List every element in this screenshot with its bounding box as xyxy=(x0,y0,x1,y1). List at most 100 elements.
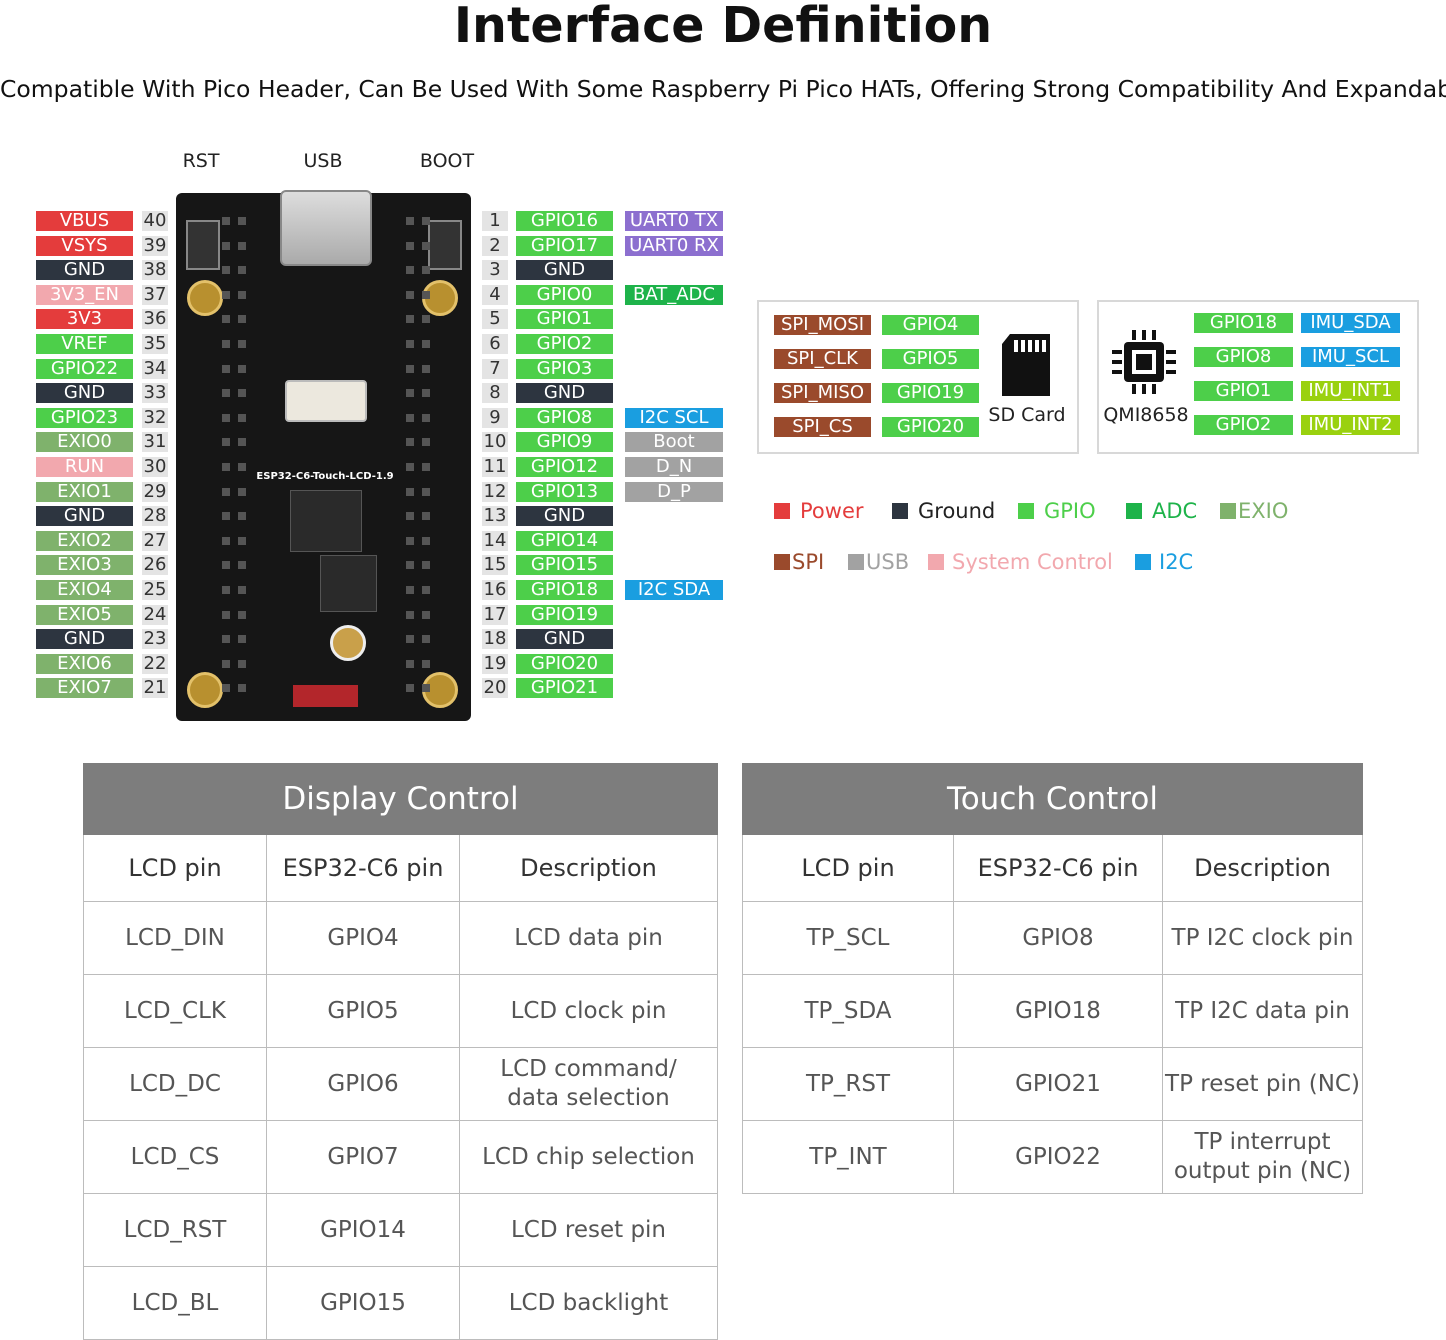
pin-hole-icon xyxy=(406,290,414,299)
imu-gpio-label: GPIO1 xyxy=(1194,381,1293,401)
imu-gpio-label: GPIO18 xyxy=(1194,313,1293,333)
pin-hole-icon xyxy=(238,290,246,299)
display-control-table: Display Control LCD pin ESP32-C6 pin Des… xyxy=(83,763,718,1340)
pin-hole-icon xyxy=(406,315,414,324)
display-header-esp-pin: ESP32-C6 pin xyxy=(266,834,460,902)
lcd-pin-cell: LCD_RST xyxy=(83,1193,267,1267)
right-pin-number: 4 xyxy=(482,284,508,305)
pin-hole-icon xyxy=(422,413,430,422)
legend-swatch xyxy=(892,503,908,519)
pin-hole-icon xyxy=(406,340,414,348)
description-cell: LCD command/ data selection xyxy=(459,1047,718,1121)
description-cell: LCD chip selection xyxy=(459,1120,718,1194)
left-pin-number: 34 xyxy=(142,357,168,379)
pin-hole-icon xyxy=(222,659,230,668)
pin-hole-icon xyxy=(238,561,246,570)
display-header-description: Description xyxy=(459,834,718,902)
pin-hole-icon xyxy=(222,266,230,275)
lcd-pin-cell: TP_SCL xyxy=(742,901,954,975)
right-pin-number: 13 xyxy=(482,505,508,527)
boot-button-icon xyxy=(428,220,462,270)
legend-swatch xyxy=(1220,503,1236,519)
left-pin-number: 21 xyxy=(142,677,168,699)
right-pin-label: GPIO8 xyxy=(516,407,613,428)
right-pin-label: GPIO1 xyxy=(516,309,613,330)
left-pin-label: VSYS xyxy=(36,235,133,256)
pin-hole-icon xyxy=(422,561,430,570)
legend-label: Power xyxy=(800,499,864,523)
pin-hole-icon xyxy=(222,217,230,225)
right-pin-label: GPIO17 xyxy=(516,235,613,256)
board-silk-name: ESP32-C6-Touch-LCD-1.9 xyxy=(256,471,394,482)
legend-swatch xyxy=(1135,554,1151,570)
right-pin-number: 10 xyxy=(482,431,508,453)
page-title: Interface Definition xyxy=(453,0,993,54)
pin-hole-icon xyxy=(238,586,246,594)
pin-hole-icon xyxy=(238,684,246,693)
pin-hole-icon xyxy=(406,659,414,668)
pin-hole-icon xyxy=(422,684,430,693)
left-pin-label: EXIO1 xyxy=(36,481,133,502)
pin-hole-icon xyxy=(406,487,414,496)
left-pin-label: GND xyxy=(36,506,133,527)
legend-label: System Control xyxy=(952,550,1113,574)
sd-gpio-label: GPIO5 xyxy=(882,349,979,369)
touch-header-esp-pin: ESP32-C6 pin xyxy=(953,834,1163,902)
right-pin-function: UART0 RX xyxy=(625,235,723,256)
pin-hole-icon xyxy=(238,241,246,250)
touch-header-lcd-pin: LCD pin xyxy=(742,834,954,902)
left-pin-number: 26 xyxy=(142,554,168,576)
pin-hole-icon xyxy=(222,438,230,447)
left-pin-label: GND xyxy=(36,629,133,650)
esp32-c6-board-image xyxy=(176,193,471,721)
esp-pin-cell: GPIO7 xyxy=(266,1120,460,1194)
pin-hole-icon xyxy=(238,217,246,225)
pin-hole-icon xyxy=(222,635,230,644)
right-pin-number: 1 xyxy=(482,211,508,231)
right-pin-function: I2C SDA xyxy=(625,580,723,600)
legend-label: USB xyxy=(866,550,910,574)
right-pin-number: 2 xyxy=(482,235,508,256)
description-cell: TP I2C data pin xyxy=(1162,974,1363,1048)
right-pin-number: 17 xyxy=(482,603,508,625)
legend-swatch xyxy=(1018,503,1034,519)
pin-hole-icon xyxy=(238,659,246,668)
left-pin-label: 3V3_EN xyxy=(36,284,133,305)
left-pin-number: 36 xyxy=(142,308,168,330)
right-pin-number: 12 xyxy=(482,480,508,502)
left-pin-number: 33 xyxy=(142,382,168,404)
esp-pin-cell: GPIO22 xyxy=(953,1120,1163,1194)
left-pin-label: EXIO3 xyxy=(36,555,133,576)
left-pin-number: 27 xyxy=(142,529,168,551)
pin-hole-icon xyxy=(406,364,414,373)
right-pin-number: 16 xyxy=(482,579,508,600)
pin-hole-icon xyxy=(422,487,430,496)
imu-label: QMI8658 xyxy=(1103,404,1189,426)
esp-pin-cell: GPIO15 xyxy=(266,1266,460,1340)
pin-hole-icon xyxy=(222,241,230,250)
pin-hole-icon xyxy=(238,610,246,619)
right-pin-label: GPIO2 xyxy=(516,334,613,354)
left-pin-label: VBUS xyxy=(36,211,133,231)
right-pin-label: GPIO3 xyxy=(516,358,613,379)
right-pin-label: GND xyxy=(516,383,613,404)
left-pin-number: 22 xyxy=(142,652,168,674)
description-cell: TP reset pin (NC) xyxy=(1162,1047,1363,1121)
right-pin-number: 8 xyxy=(482,383,508,404)
mounting-hole-icon xyxy=(422,280,458,316)
lcd-pin-cell: TP_INT xyxy=(742,1120,954,1194)
pin-hole-icon xyxy=(406,610,414,619)
left-pin-number: 37 xyxy=(142,283,168,305)
pin-hole-icon xyxy=(222,561,230,570)
pin-hole-icon xyxy=(406,635,414,644)
left-pin-label: EXIO4 xyxy=(36,580,133,600)
left-pin-number: 23 xyxy=(142,628,168,650)
left-pin-number: 32 xyxy=(142,406,168,428)
